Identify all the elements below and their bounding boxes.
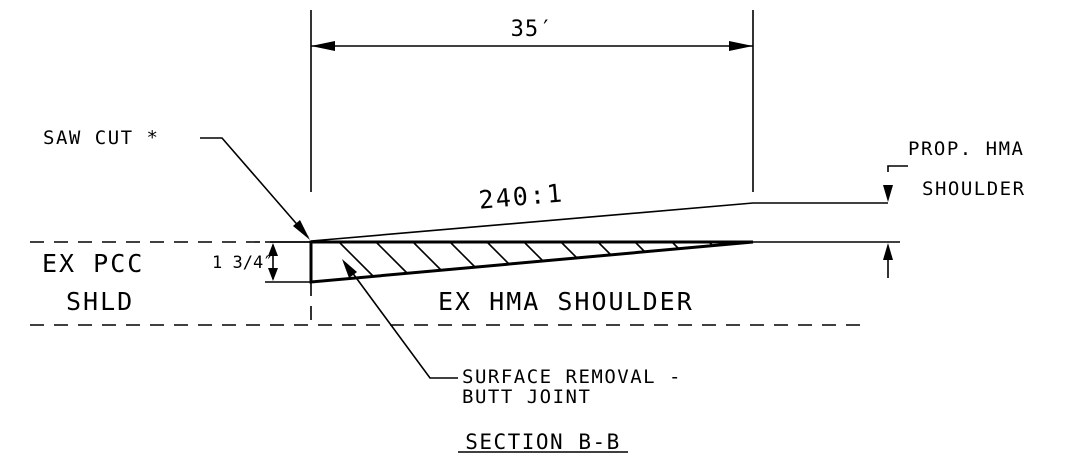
prop-hma-arrow-up-icon — [883, 243, 893, 260]
shld-label: SHLD — [66, 287, 134, 316]
slope-label: 240:1 — [478, 178, 565, 214]
prop-hma-leader — [887, 165, 908, 172]
surface-removal-arrow-icon — [342, 259, 357, 278]
surface-removal-wedge — [309, 240, 754, 284]
width-dimension-label: 35′ — [511, 17, 554, 42]
thickness-label: 1 3/4″ — [212, 253, 273, 273]
dimension-arrow-right-icon — [729, 41, 753, 51]
prop-hma-label-line2: SHOULDER — [922, 178, 1026, 200]
surface-removal-label-line1: SURFACE REMOVAL - — [462, 366, 682, 388]
thickness-arrow-up-icon — [268, 243, 278, 256]
removal-hatching — [338, 241, 714, 277]
saw-cut-leader — [200, 137, 309, 238]
ex-pcc-label: EX PCC — [42, 249, 144, 278]
section-title: SECTION B-B — [465, 430, 621, 454]
dimension-arrow-left-icon — [311, 41, 335, 51]
saw-cut-arrow-icon — [293, 220, 310, 240]
prop-hma-arrow-down-icon — [883, 185, 893, 202]
saw-cut-label: SAW CUT * — [43, 127, 159, 149]
surface-removal-leader — [345, 263, 458, 379]
prop-hma-label-line1: PROP. HMA — [908, 138, 1024, 160]
proposed-hma-surface-line — [310, 202, 888, 242]
ex-hma-shoulder-label: EX HMA SHOULDER — [438, 287, 694, 316]
surface-removal-label-line2: BUTT JOINT — [462, 386, 591, 408]
thickness-arrow-down-icon — [268, 268, 278, 281]
